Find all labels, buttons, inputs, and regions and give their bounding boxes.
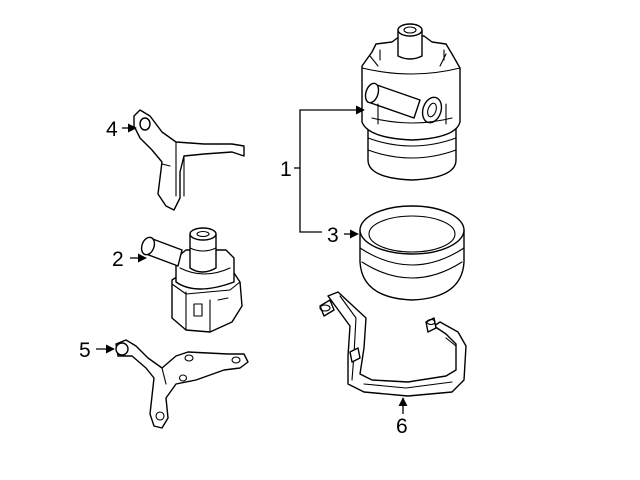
pump-mounting-sleeve [359,205,465,301]
callout-2: 2 [112,248,124,271]
callout-6: 6 [396,415,408,438]
callout-5: 5 [79,339,91,362]
pump-support-bracket [115,339,249,429]
callout-4: 4 [106,118,118,141]
small-water-pump [140,227,243,333]
leader-lines [96,105,408,414]
heat-shield-bracket [133,109,245,211]
pump-bracket [319,291,467,397]
callout-1: 1 [280,158,292,181]
callout-3: 3 [327,224,339,247]
water-pump-assembly [361,23,461,181]
